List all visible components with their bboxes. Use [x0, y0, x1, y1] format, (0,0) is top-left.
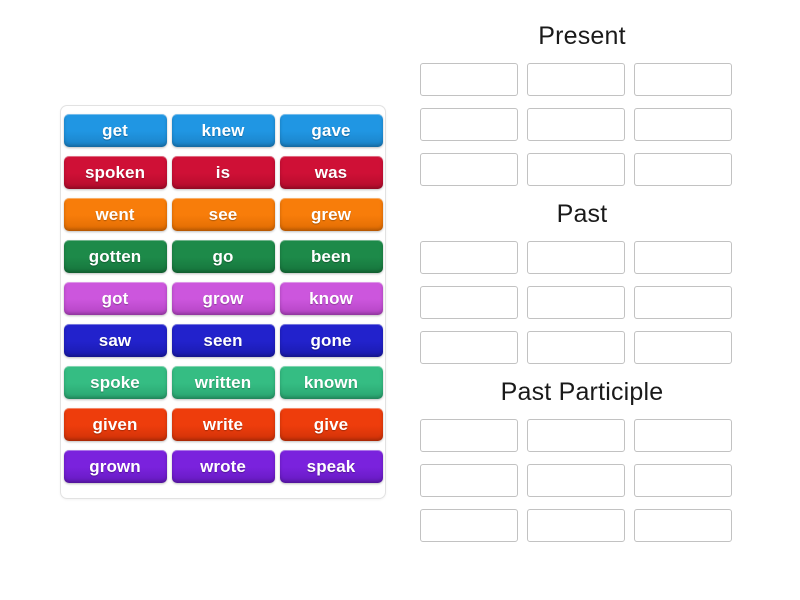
drop-slot[interactable]: [634, 241, 732, 274]
drop-slot[interactable]: [527, 286, 625, 319]
drop-zone-title: Past: [556, 200, 608, 228]
word-tile[interactable]: saw: [63, 324, 167, 357]
word-tile[interactable]: spoke: [63, 366, 167, 399]
word-tile[interactable]: give: [279, 408, 383, 441]
word-tile[interactable]: knew: [171, 114, 275, 147]
drop-zone: Past: [412, 202, 752, 364]
drop-slot[interactable]: [634, 464, 732, 497]
drop-slot[interactable]: [420, 241, 518, 274]
word-tile[interactable]: grown: [63, 450, 167, 483]
drop-slot-grid: [420, 419, 752, 542]
drop-slot[interactable]: [527, 331, 625, 364]
word-tile[interactable]: gotten: [63, 240, 167, 273]
drop-slot[interactable]: [634, 286, 732, 319]
drop-slot[interactable]: [527, 108, 625, 141]
drop-slot[interactable]: [634, 331, 732, 364]
drop-slot[interactable]: [420, 153, 518, 186]
drop-slot[interactable]: [634, 419, 732, 452]
word-tile[interactable]: wrote: [171, 450, 275, 483]
drop-slot[interactable]: [420, 63, 518, 96]
word-tile[interactable]: been: [279, 240, 383, 273]
drop-slot[interactable]: [420, 419, 518, 452]
drop-slot[interactable]: [634, 153, 732, 186]
drop-slot[interactable]: [527, 509, 625, 542]
word-tile[interactable]: speak: [279, 450, 383, 483]
drop-slot[interactable]: [527, 153, 625, 186]
drop-slot[interactable]: [420, 509, 518, 542]
drop-slot[interactable]: [527, 63, 625, 96]
drop-slot[interactable]: [527, 419, 625, 452]
word-tile[interactable]: write: [171, 408, 275, 441]
drop-slot[interactable]: [634, 509, 732, 542]
drop-slot[interactable]: [527, 464, 625, 497]
drop-zone: Present: [412, 24, 752, 186]
drop-slot[interactable]: [634, 108, 732, 141]
word-tile[interactable]: gave: [279, 114, 383, 147]
drop-slot[interactable]: [420, 331, 518, 364]
word-tile[interactable]: see: [171, 198, 275, 231]
drop-slot[interactable]: [420, 108, 518, 141]
word-tile[interactable]: grow: [171, 282, 275, 315]
drop-slot-grid: [420, 241, 752, 364]
word-tile[interactable]: go: [171, 240, 275, 273]
word-tile[interactable]: grew: [279, 198, 383, 231]
word-tile[interactable]: known: [279, 366, 383, 399]
word-tile[interactable]: got: [63, 282, 167, 315]
word-tile[interactable]: seen: [171, 324, 275, 357]
word-tile[interactable]: went: [63, 198, 167, 231]
word-tile[interactable]: written: [171, 366, 275, 399]
word-tile[interactable]: was: [279, 156, 383, 189]
drop-slot[interactable]: [634, 63, 732, 96]
drop-zone-title: Present: [538, 22, 626, 50]
drop-slot[interactable]: [527, 241, 625, 274]
word-tile[interactable]: given: [63, 408, 167, 441]
word-tile[interactable]: know: [279, 282, 383, 315]
drop-slot[interactable]: [420, 464, 518, 497]
drop-zone-title: Past Participle: [500, 378, 664, 406]
drop-zone: Past Participle: [412, 380, 752, 542]
drop-slot[interactable]: [420, 286, 518, 319]
word-tile[interactable]: get: [63, 114, 167, 147]
drop-slot-grid: [420, 63, 752, 186]
word-tile[interactable]: spoken: [63, 156, 167, 189]
word-tile[interactable]: gone: [279, 324, 383, 357]
word-tile[interactable]: is: [171, 156, 275, 189]
